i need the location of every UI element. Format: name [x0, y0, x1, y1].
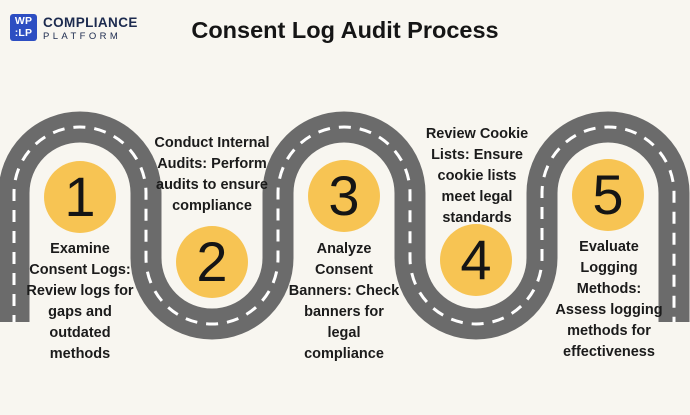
logo-wordmark: COMPLIANCE PLATFORM [43, 14, 138, 42]
step-4-description: Review Cookie Lists: Ensure cookie lists… [425, 126, 529, 226]
road-center-dashes-icon [12, 125, 676, 326]
logo-mark-line2: :LP [14, 26, 33, 39]
logo-subtitle: PLATFORM [43, 31, 122, 42]
logo-name: COMPLIANCE [43, 15, 138, 30]
step-2-description: Conduct Internal Audits: Perform audits … [154, 135, 270, 214]
logo-mark-line1: WP [14, 15, 33, 27]
step-3-description: Analyze Consent Banners: Check banners f… [288, 241, 400, 362]
step-5-number-badge: 5 [572, 159, 644, 231]
page-title: Consent Log Audit Process [191, 17, 499, 43]
step-5-description: Evaluate Logging Methods: Assess logging… [555, 239, 663, 360]
step-1-description: Examine Consent Logs: Review logs for ga… [26, 241, 134, 362]
step-3-number-badge: 3 [308, 160, 380, 232]
wp-lp-logo: WP :LP COMPLIANCE PLATFORM [10, 14, 138, 42]
step-1-number-badge: 1 [44, 161, 116, 233]
step-2-number-badge: 2 [176, 226, 248, 298]
wp-lp-logo-mark: WP :LP [10, 14, 37, 41]
step-4-number-badge: 4 [440, 224, 512, 296]
